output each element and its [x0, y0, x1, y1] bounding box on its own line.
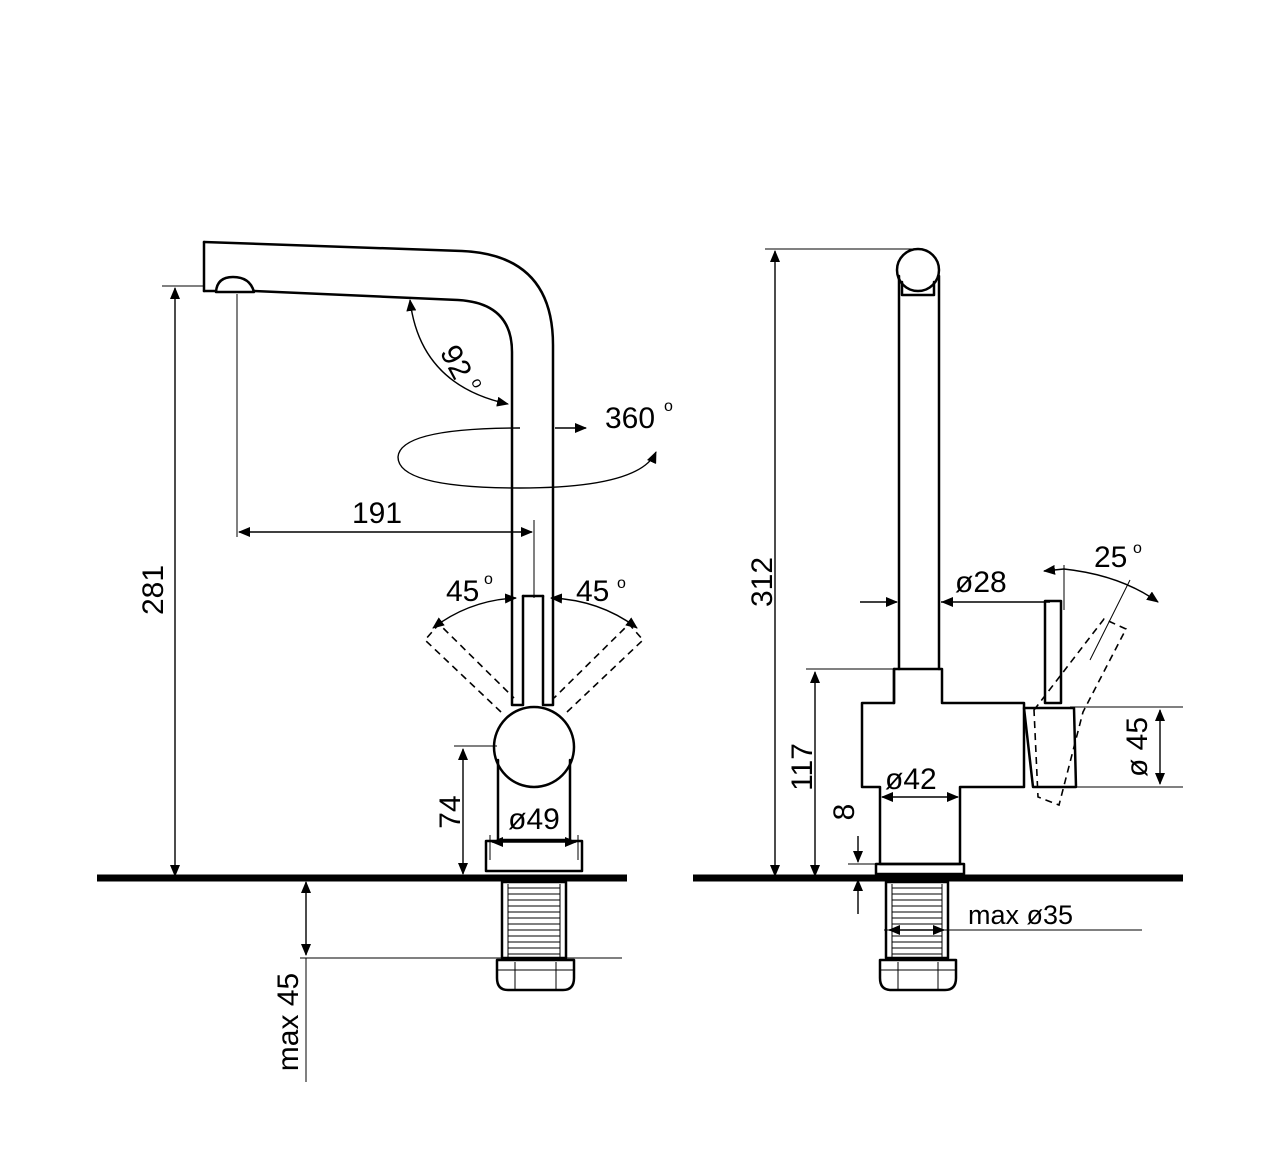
- dim-body-height-front: 74: [434, 795, 467, 828]
- svg-text:o: o: [617, 575, 626, 592]
- dim-body-diameter-front: ø49: [508, 803, 560, 836]
- side-lever-handle: [1043, 599, 1063, 705]
- dim-total-height: 312: [746, 557, 779, 607]
- dim-spout-diameter: ø28: [955, 566, 1007, 599]
- front-lever-right-position: [553, 622, 645, 713]
- svg-text:o: o: [484, 571, 493, 588]
- dim-max-hole: max ø35: [968, 900, 1073, 930]
- front-lever-left-position: [423, 622, 515, 713]
- dim-swivel: 360: [605, 402, 655, 435]
- front-base-plate: [484, 839, 584, 873]
- dim-reach: 191: [352, 497, 402, 530]
- side-spout-top: [895, 247, 941, 293]
- dim-base-diameter: ø42: [885, 763, 937, 796]
- svg-text:o: o: [664, 398, 673, 415]
- front-spout-outline: [202, 240, 555, 707]
- side-dimensions: 312 117 ø28 25 o ø42 8 ø 45 max ø35: [746, 248, 1183, 935]
- dim-base-height: 8: [828, 804, 861, 821]
- side-threaded-shank: [884, 880, 950, 960]
- front-aerator: [214, 275, 256, 294]
- dim-body-diameter-side: ø 45: [1121, 717, 1154, 777]
- front-threaded-shank: [500, 880, 568, 960]
- dim-max-counter: max 45: [272, 973, 305, 1071]
- front-fixing-nut: [495, 958, 576, 992]
- side-base-plate: [874, 862, 966, 876]
- side-shank-threads: [891, 884, 943, 958]
- dim-spout-height: 281: [137, 565, 170, 615]
- dim-lever-left: 45: [446, 575, 479, 608]
- side-fixing-nut: [878, 958, 958, 992]
- dim-lever-right: 45: [576, 575, 609, 608]
- svg-text:o: o: [467, 375, 486, 391]
- side-view-tap: [860, 247, 1128, 992]
- dim-spout-angle: 92: [433, 340, 478, 385]
- front-shank-threads: [507, 884, 561, 958]
- svg-text:o: o: [1133, 540, 1142, 557]
- side-lever-tilted-position: [1033, 618, 1128, 807]
- front-pivot-ball: [492, 705, 576, 789]
- front-dimensions: 281 191 92 o 360 o 45 o 45 o 74 ø49: [137, 285, 673, 1082]
- side-lever-cartridge: [1022, 706, 1078, 789]
- dim-lever-side: 25: [1094, 541, 1127, 574]
- dim-body-height-side: 117: [786, 743, 819, 791]
